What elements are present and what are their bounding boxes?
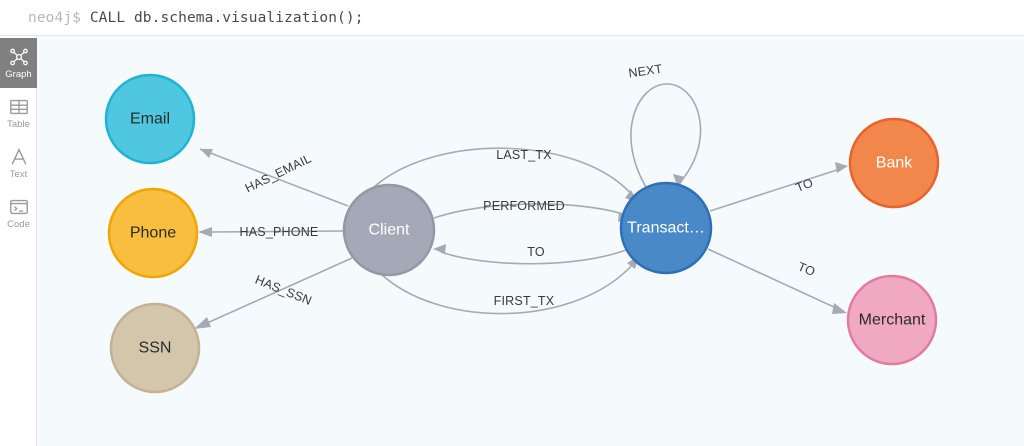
node-label-phone: Phone bbox=[130, 225, 176, 242]
node-ssn[interactable]: SSN bbox=[109, 302, 201, 394]
graph-canvas[interactable]: HAS_EMAIL HAS_PHONE HAS_SSN LAST_TX PERF… bbox=[37, 36, 1024, 446]
sidebar-label-text: Text bbox=[9, 169, 28, 181]
node-transaction[interactable]: Transact… bbox=[619, 181, 713, 275]
node-label-merchant: Merchant bbox=[859, 312, 926, 329]
node-label-bank: Bank bbox=[876, 155, 913, 172]
edge-to-bank[interactable] bbox=[709, 162, 848, 212]
node-merchant[interactable]: Merchant bbox=[846, 274, 938, 366]
edge-next-self-loop[interactable] bbox=[630, 83, 702, 193]
edge-label-layer: HAS_EMAIL HAS_PHONE HAS_SSN LAST_TX PERF… bbox=[240, 62, 818, 308]
node-email[interactable]: Email bbox=[104, 73, 196, 165]
edge-label-performed: PERFORMED bbox=[483, 199, 565, 213]
edge-label-last-tx: LAST_TX bbox=[496, 148, 552, 162]
node-bank[interactable]: Bank bbox=[848, 117, 940, 209]
query-command-bar[interactable]: neo4j$ CALL db.schema.visualization(); bbox=[0, 0, 1024, 36]
node-label-email: Email bbox=[130, 111, 170, 128]
edge-label-to-merchant: TO bbox=[796, 259, 818, 279]
node-layer: Email Phone SSN Client Transact… bbox=[104, 73, 940, 394]
graph-svg[interactable]: HAS_EMAIL HAS_PHONE HAS_SSN LAST_TX PERF… bbox=[37, 36, 1024, 446]
view-mode-sidebar: Graph Table Text bbox=[0, 36, 37, 446]
query-prompt: neo4j$ bbox=[28, 9, 81, 26]
edge-has-ssn[interactable] bbox=[194, 257, 353, 329]
graph-icon bbox=[8, 46, 30, 68]
table-icon bbox=[8, 96, 30, 118]
edge-label-next: NEXT bbox=[628, 62, 664, 81]
text-icon bbox=[8, 146, 30, 168]
sidebar-item-graph[interactable]: Graph bbox=[0, 38, 37, 88]
node-label-client: Client bbox=[369, 222, 410, 239]
sidebar-label-graph: Graph bbox=[5, 69, 32, 81]
edge-label-has-ssn: HAS_SSN bbox=[253, 273, 314, 308]
edge-label-to-client: TO bbox=[527, 245, 545, 259]
edge-label-has-phone: HAS_PHONE bbox=[240, 225, 319, 239]
edge-to-merchant[interactable] bbox=[707, 248, 847, 314]
node-label-transaction: Transact… bbox=[627, 220, 705, 237]
node-client[interactable]: Client bbox=[342, 183, 436, 277]
sidebar-item-text[interactable]: Text bbox=[0, 138, 37, 188]
sidebar-item-table[interactable]: Table bbox=[0, 88, 37, 138]
code-icon bbox=[8, 196, 30, 218]
edge-label-first-tx: FIRST_TX bbox=[494, 294, 555, 308]
query-statement: CALL db.schema.visualization(); bbox=[89, 9, 364, 26]
query-text: neo4j$ CALL db.schema.visualization(); bbox=[0, 10, 364, 26]
node-phone[interactable]: Phone bbox=[107, 187, 199, 279]
sidebar-label-table: Table bbox=[7, 119, 30, 131]
sidebar-label-code: Code bbox=[7, 219, 30, 231]
node-label-ssn: SSN bbox=[139, 340, 172, 357]
sidebar-item-code[interactable]: Code bbox=[0, 188, 37, 238]
edge-has-email[interactable] bbox=[199, 148, 349, 207]
edge-has-phone[interactable] bbox=[198, 227, 345, 237]
edge-label-to-bank: TO bbox=[794, 175, 816, 195]
edge-to-client[interactable] bbox=[433, 244, 627, 265]
edge-layer bbox=[194, 83, 848, 329]
